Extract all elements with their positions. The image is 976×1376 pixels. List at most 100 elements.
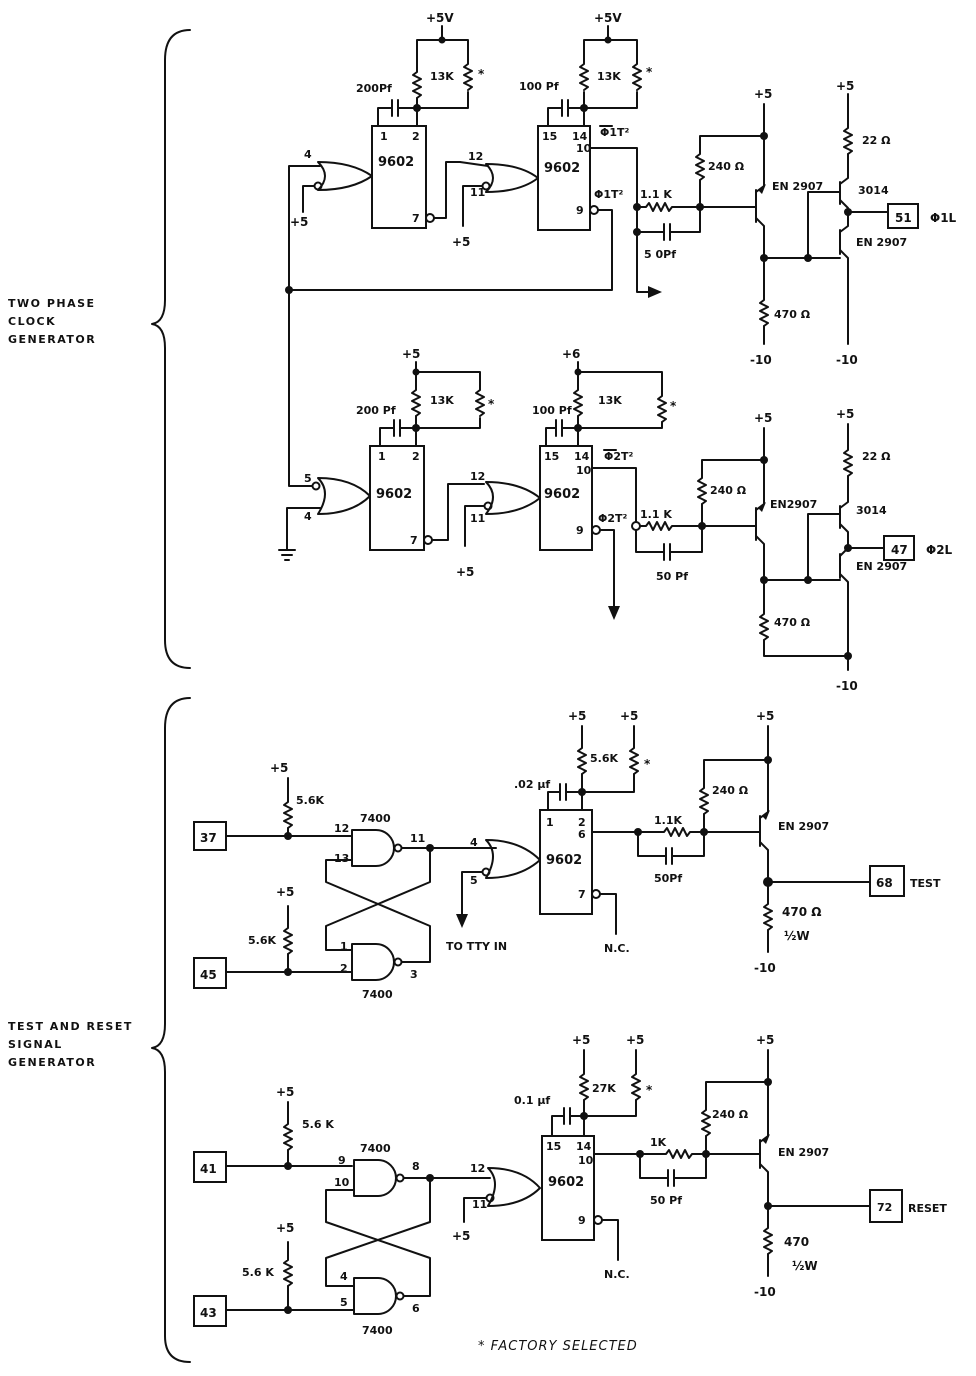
component-label: 9602	[376, 487, 412, 502]
component-label: 51	[895, 211, 912, 225]
component-label: +5	[270, 761, 288, 775]
component-label: 12	[470, 470, 485, 483]
component-label: 7	[578, 888, 586, 901]
component-label: +5	[568, 709, 586, 723]
component-label: 3	[410, 968, 418, 981]
component-label: 8	[412, 1160, 420, 1173]
connector-41	[193, 1151, 227, 1183]
component-label: 12	[470, 1162, 485, 1175]
component-label: 11	[470, 512, 485, 525]
component-label: 1	[380, 130, 388, 143]
ic-9602	[541, 1135, 595, 1241]
test-signal-circuit: 37 45 +5 5.6K +5 5.6K 12 13 11 7400 1 2 …	[193, 709, 941, 1001]
component-label: 15	[546, 1140, 561, 1153]
component-label: Φ1T²	[600, 126, 630, 139]
component-label: +5V	[426, 11, 454, 25]
factory-mark: *	[646, 65, 653, 79]
component-label: -10	[836, 679, 858, 693]
ic-9602	[539, 445, 593, 551]
component-label: 9602	[546, 853, 582, 868]
component-label: +5	[756, 709, 774, 723]
component-label: 5.6K	[296, 794, 324, 807]
component-label: 1.1 K	[640, 508, 672, 521]
component-label: 5.6K	[248, 934, 276, 947]
component-label: -10	[754, 961, 776, 975]
component-label: 3014	[858, 184, 889, 197]
component-label: EN 2907	[778, 820, 829, 833]
connector-47	[883, 535, 915, 561]
component-label: 470 Ω	[782, 905, 821, 919]
component-label: 2	[412, 450, 420, 463]
component-label: 7400	[360, 812, 391, 825]
component-label: 1	[546, 816, 554, 829]
component-label: 9	[578, 1214, 586, 1227]
reset-signal-circuit: 41 43 +5 5.6 K +5 5.6 K 9 10 8 7400 4 5 …	[193, 1033, 947, 1337]
component-label: 240 Ω	[712, 784, 749, 797]
component-label: 11	[472, 1198, 487, 1211]
component-label: +5	[290, 215, 308, 229]
component-label: 15	[542, 130, 557, 143]
component-label: +5	[836, 79, 854, 93]
section-clock-title: TWO PHASE CLOCK GENERATOR	[8, 297, 96, 346]
component-label: 9602	[378, 155, 414, 170]
component-label: 3014	[856, 504, 887, 517]
component-label: 11	[410, 832, 425, 845]
component-label: 9602	[544, 161, 580, 176]
signal-reset: RESET	[908, 1202, 947, 1215]
component-label: 4	[340, 1270, 348, 1283]
component-label: 14	[574, 450, 590, 463]
component-label: 9602	[544, 487, 580, 502]
component-label: -10	[750, 353, 772, 367]
component-label: 7400	[362, 1324, 393, 1337]
component-label: 14	[576, 1140, 592, 1153]
clock-phase2-circuit: +5 13K * 200 Pf 1 2 9602 7 5 4 +6 13K * …	[278, 289, 953, 693]
component-label: EN 2907	[772, 180, 823, 193]
component-label: 5 0Pf	[644, 248, 676, 261]
factory-mark: *	[670, 399, 677, 413]
component-label: ½W	[784, 929, 810, 943]
component-label: EN 2907	[856, 236, 907, 249]
component-label: 37	[200, 831, 217, 845]
component-label: 41	[200, 1162, 217, 1176]
component-label: 4	[304, 510, 312, 523]
component-label: 5.6 K	[302, 1118, 334, 1131]
component-label: 13K	[430, 394, 454, 407]
component-label: 0.1 µf	[514, 1094, 550, 1107]
component-label: 22 Ω	[862, 450, 891, 463]
component-label: 1	[378, 450, 386, 463]
component-label: 200 Pf	[356, 404, 396, 417]
ic-9602	[369, 445, 425, 551]
component-label: 9	[338, 1154, 346, 1167]
component-label: 68	[876, 876, 893, 890]
factory-mark: *	[646, 1083, 653, 1097]
component-label: 5	[470, 874, 478, 887]
section-clock-brace	[151, 29, 191, 669]
component-label: 4	[304, 148, 312, 161]
component-label: TWO PHASE	[8, 297, 96, 310]
component-label: +5	[754, 411, 772, 425]
component-label: 470	[784, 1235, 809, 1249]
signal-phi2l: Φ2L	[926, 543, 953, 557]
component-label: +5	[756, 1033, 774, 1047]
component-label: +5	[452, 1229, 470, 1243]
component-label: TEST AND RESET	[8, 1020, 133, 1033]
component-label: GENERATOR	[8, 1056, 96, 1069]
component-label: 240 Ω	[708, 160, 745, 173]
component-label: 1.1K	[654, 814, 682, 827]
component-label: 9602	[548, 1175, 584, 1190]
component-label: +5	[402, 347, 420, 361]
component-label: 1.1 K	[640, 188, 672, 201]
component-label: EN2907	[770, 498, 817, 511]
component-label: 9	[576, 204, 584, 217]
component-label: TO TTY IN	[446, 940, 507, 953]
component-label: 5	[304, 472, 312, 485]
component-label: 2	[340, 962, 348, 975]
component-label: +5	[836, 407, 854, 421]
connector-68	[869, 865, 905, 897]
component-label: 2	[578, 816, 586, 829]
component-label: 1	[340, 940, 348, 953]
component-label: +5	[276, 885, 294, 899]
component-label: 14	[572, 130, 588, 143]
connector-43	[193, 1295, 227, 1327]
